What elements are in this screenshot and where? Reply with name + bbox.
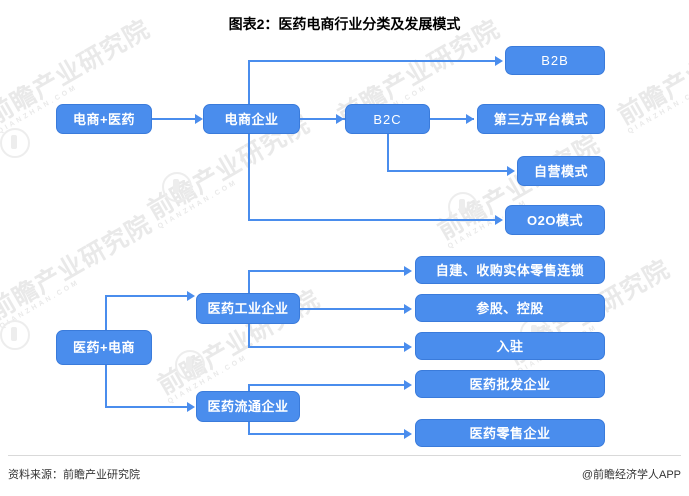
- node-settle-in[interactable]: 入驻: [415, 332, 605, 360]
- node-retail[interactable]: 医药零售企业: [415, 419, 605, 447]
- connector-industry-to-equity: [300, 308, 407, 310]
- arrow-to-equity: [404, 304, 412, 314]
- node-pharma-distribution[interactable]: 医药流通企业: [196, 391, 300, 422]
- connector-industry-to-settlein: [248, 346, 407, 348]
- watermark-logo-icon: [0, 320, 30, 350]
- connector-b2c-down: [387, 134, 389, 171]
- connector-b2c-to-thirdparty: [430, 118, 474, 120]
- arrow-to-thirdparty: [466, 114, 474, 124]
- credit-note: @前瞻经济学人APP: [581, 469, 681, 481]
- arrow-ecompharma-to-ecomenterprise: [195, 114, 203, 124]
- node-retail-chain[interactable]: 自建、收购实体零售连锁: [415, 256, 605, 284]
- connector-industry-to-retailchain: [248, 270, 407, 272]
- watermark: 前瞻产业研究院 QIANZHAN.COM: [0, 209, 157, 331]
- arrow-to-wholesale: [404, 380, 412, 390]
- connector-ecomenterprise-spine-down: [248, 134, 250, 220]
- arrow-to-o2o: [495, 215, 503, 225]
- node-self-operated[interactable]: 自营模式: [517, 156, 605, 186]
- watermark: 前瞻产业研究院 QIANZHAN.COM: [613, 14, 689, 136]
- connector-industry-spine-up: [248, 270, 250, 309]
- node-equity-holding[interactable]: 参股、控股: [415, 294, 605, 322]
- arrow-to-industry: [187, 291, 195, 301]
- figure-title: 图表2：医药电商行业分类及发展模式: [228, 16, 461, 32]
- connector-distribution-to-wholesale: [248, 384, 407, 386]
- node-o2o[interactable]: O2O模式: [505, 205, 605, 235]
- arrow-ecomenterprise-to-b2c: [336, 114, 344, 124]
- arrow-to-retail: [404, 429, 412, 439]
- connector-ecompharma-to-ecomenterprise: [151, 118, 195, 120]
- node-ecom-enterprise[interactable]: 电商企业: [203, 104, 300, 134]
- arrow-to-b2b: [495, 56, 503, 66]
- connector-distribution-to-retail: [248, 433, 407, 435]
- connector-b2c-to-selfoperated: [387, 170, 509, 172]
- source-note: 资料来源：前瞻产业研究院: [8, 469, 140, 481]
- connector-ecomenterprise-spine-up: [248, 60, 250, 118]
- connector-ecomenterprise-to-b2c: [300, 118, 345, 120]
- connector-ecomenterprise-to-o2o: [248, 219, 497, 221]
- node-third-party-platform[interactable]: 第三方平台模式: [477, 104, 605, 134]
- watermark-logo-icon: [0, 128, 30, 158]
- arrow-to-retailchain: [404, 266, 412, 276]
- node-pharma-ecom[interactable]: 医药+电商: [56, 330, 152, 365]
- node-b2b[interactable]: B2B: [505, 46, 605, 75]
- connector-distribution-spine-down: [248, 420, 250, 434]
- node-pharma-industry[interactable]: 医药工业企业: [196, 293, 300, 324]
- node-ecom-pharma[interactable]: 电商+医药: [56, 104, 152, 134]
- node-wholesale[interactable]: 医药批发企业: [415, 370, 605, 398]
- watermark-logo-icon: [175, 350, 205, 380]
- connector-pharmaecom-to-distribution: [105, 406, 189, 408]
- watermark-logo-icon: [448, 192, 478, 222]
- arrow-to-settlein: [404, 342, 412, 352]
- footer-divider: [8, 455, 681, 456]
- connector-ecomenterprise-to-b2b: [248, 60, 497, 62]
- connector-pharmaecom-to-industry: [105, 295, 189, 297]
- connector-industry-spine-down: [248, 309, 250, 347]
- arrow-to-selfoperated: [507, 166, 515, 176]
- arrow-to-distribution: [187, 402, 195, 412]
- watermark-logo-icon: [162, 172, 192, 202]
- node-b2c[interactable]: B2C: [345, 104, 430, 134]
